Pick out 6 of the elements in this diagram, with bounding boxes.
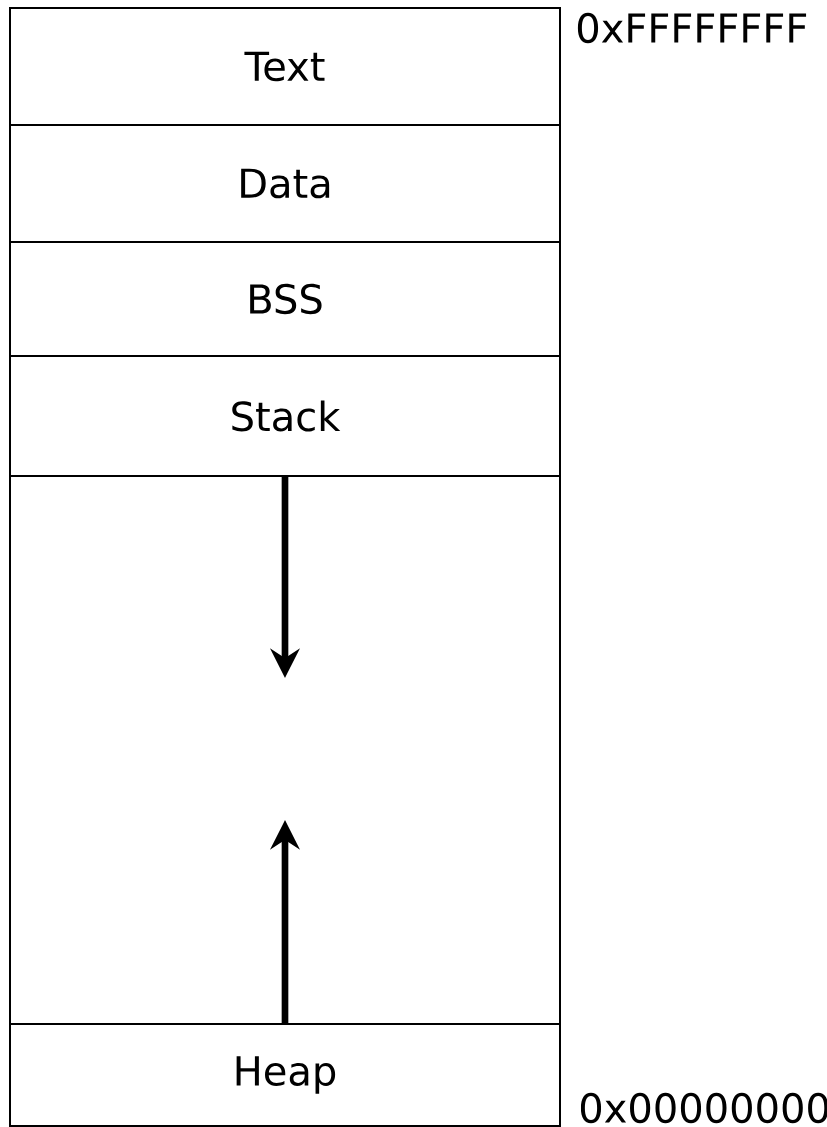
segment-box: Data <box>9 124 561 243</box>
segment-box: Stack <box>9 355 561 477</box>
segment-box: Heap <box>9 1023 561 1127</box>
address-label: 0xFFFFFFFF <box>577 12 807 44</box>
segment-box: Text <box>9 7 561 126</box>
segment-box: BSS <box>9 241 561 357</box>
